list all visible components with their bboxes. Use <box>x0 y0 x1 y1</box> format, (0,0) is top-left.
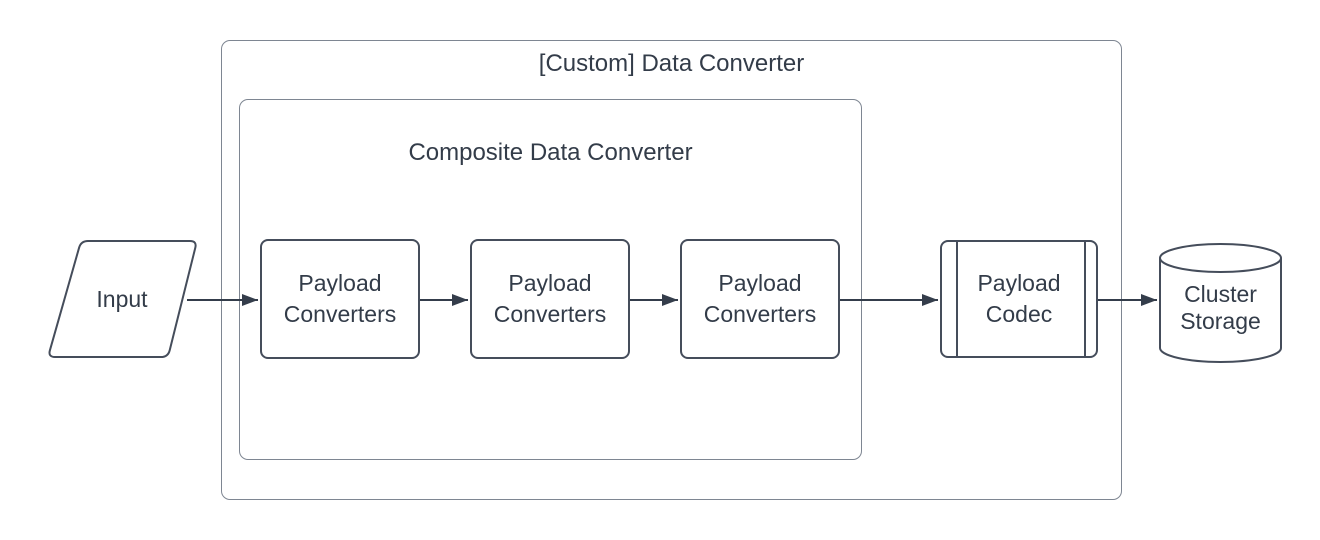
payload-converters-3-label: Payload Converters <box>703 270 817 327</box>
payload-codec-label: Payload Codec <box>977 270 1061 327</box>
payload-converters-3-node: Payload Converters <box>680 239 840 359</box>
payload-converters-2-node: Payload Converters <box>470 239 630 359</box>
composite-data-converter-title: Composite Data Converter <box>408 139 693 166</box>
custom-data-converter-container: [Custom] Data Converter <box>221 40 1122 500</box>
payload-codec-node: Payload Codec <box>940 240 1098 358</box>
payload-converters-1-node: Payload Converters <box>260 239 420 359</box>
cylinder-shape <box>1159 243 1282 363</box>
composite-data-converter-container: Composite Data Converter <box>239 99 862 460</box>
parallelogram-shape <box>48 240 197 358</box>
payload-converters-1-label: Payload Converters <box>283 270 397 327</box>
codec-left-stripe <box>956 242 958 356</box>
codec-right-stripe <box>1084 242 1086 356</box>
custom-data-converter-title: [Custom] Data Converter <box>538 50 805 77</box>
payload-converters-2-label: Payload Converters <box>493 270 607 327</box>
